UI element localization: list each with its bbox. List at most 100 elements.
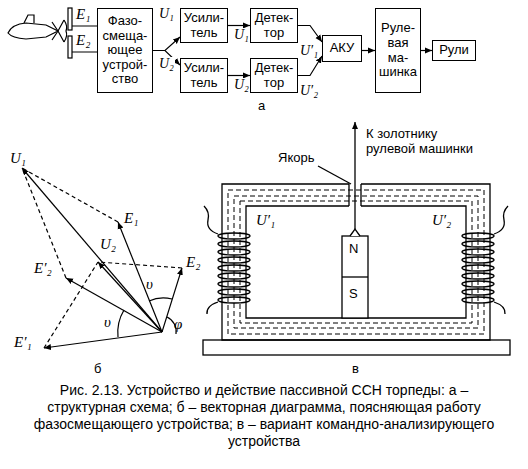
label: E₁ — [76, 6, 90, 23]
label: U₁ — [10, 150, 26, 167]
armature-pivot — [350, 229, 360, 236]
process-box: Фазо- смеща- ющее устрой- ство — [97, 8, 153, 93]
process-box: Усили- тель — [180, 8, 228, 43]
coil-winding — [462, 297, 494, 303]
label: φ — [174, 316, 182, 333]
process-box: Детек- тор — [250, 8, 298, 43]
coil-winding — [462, 257, 494, 263]
label: U₂ — [100, 236, 116, 253]
label: U′₁ — [256, 212, 275, 229]
connector-arrow — [362, 50, 375, 51]
connector-arrow — [153, 37, 180, 51]
flux-line — [228, 190, 484, 334]
coil-winding — [218, 257, 250, 263]
permanent-magnet — [342, 236, 368, 318]
label: N — [349, 241, 358, 256]
flux-line — [240, 201, 472, 323]
dashed-line — [98, 262, 182, 268]
dashed-line — [22, 168, 118, 222]
box-text: Усили- тель — [183, 61, 225, 90]
signal-label: U₂ — [233, 78, 250, 93]
coil-lead — [207, 302, 218, 314]
coil-lead — [204, 206, 218, 234]
connector-arrow — [298, 26, 322, 43]
connector-arrow — [421, 50, 432, 51]
signal-label: U₁ — [233, 28, 250, 43]
vector — [118, 222, 162, 332]
coil-winding — [218, 289, 250, 295]
command-analyzing-device — [203, 122, 510, 355]
connector-arrow — [298, 56, 322, 76]
label: Якорь — [278, 150, 314, 165]
angle-arc — [118, 310, 124, 337]
coil-lead — [494, 302, 505, 314]
receiver-plate — [68, 36, 72, 58]
coil-winding — [218, 233, 250, 239]
vector — [22, 168, 162, 332]
signal-label: U₁ — [158, 7, 175, 22]
process-box: Рули — [432, 40, 476, 61]
magnet-pole-divider — [342, 276, 368, 277]
box-text: Усили- тель — [183, 11, 225, 40]
label: E₂ — [186, 254, 200, 271]
armature — [354, 122, 355, 229]
coil-winding — [218, 273, 250, 279]
label: К золотнику рулевой машинки — [366, 126, 478, 156]
label: S — [349, 286, 358, 301]
process-box: Руле- вая ма- шинка — [375, 8, 421, 93]
core-outer — [222, 184, 490, 340]
box-text: Руле- вая ма- шинка — [378, 21, 418, 79]
torpedo-fin — [24, 15, 34, 23]
dashed-line — [44, 262, 98, 348]
leader-line — [318, 166, 351, 184]
process-box: АКУ — [322, 35, 362, 62]
connector-arrow — [228, 75, 250, 76]
label: E′₂ — [34, 260, 52, 277]
coil-winding — [462, 289, 494, 295]
process-box: Детек- тор — [250, 58, 298, 93]
coil-winding — [218, 281, 250, 287]
construction-lines — [22, 168, 182, 348]
receiver-plate — [68, 8, 72, 30]
vector — [98, 262, 162, 332]
box-text: Рули — [439, 43, 469, 58]
signal-label: U′₂ — [299, 84, 319, 99]
coil — [462, 233, 494, 303]
angle-arc — [149, 298, 172, 301]
box-text: Детек- тор — [253, 61, 295, 90]
label: E₂ — [76, 32, 90, 49]
label: E₁ — [124, 210, 138, 227]
coil-winding — [462, 241, 494, 247]
process-box: Усили- тель — [180, 58, 228, 93]
box-text: Фазо- смеща- ющее устрой- ство — [100, 14, 150, 87]
coil-winding — [462, 273, 494, 279]
coil — [218, 233, 250, 303]
label: а — [258, 98, 265, 113]
coil-winding — [218, 297, 250, 303]
label: U′₂ — [432, 212, 451, 229]
label: в — [352, 361, 359, 376]
coil-winding — [462, 249, 494, 255]
flux-line — [234, 196, 478, 328]
label: υ — [146, 276, 153, 293]
flux-lines — [228, 190, 484, 334]
coil-winding — [462, 233, 494, 239]
propeller — [52, 20, 64, 42]
box-text: АКУ — [330, 41, 355, 56]
figure-caption: Рис. 2.13. Устройство и действие пассивн… — [24, 382, 504, 450]
coil-winding — [462, 281, 494, 287]
coil-winding — [218, 265, 250, 271]
coil-winding — [218, 241, 250, 247]
base-plate — [203, 340, 510, 355]
label: υ — [104, 314, 111, 331]
coil-winding — [462, 265, 494, 271]
vector — [162, 268, 182, 332]
coil-winding — [218, 249, 250, 255]
wire — [72, 26, 97, 52]
label: E′₁ — [14, 334, 32, 351]
vector-diagram — [22, 168, 182, 348]
box-text: Детек- тор — [253, 11, 295, 40]
vector — [44, 332, 162, 348]
